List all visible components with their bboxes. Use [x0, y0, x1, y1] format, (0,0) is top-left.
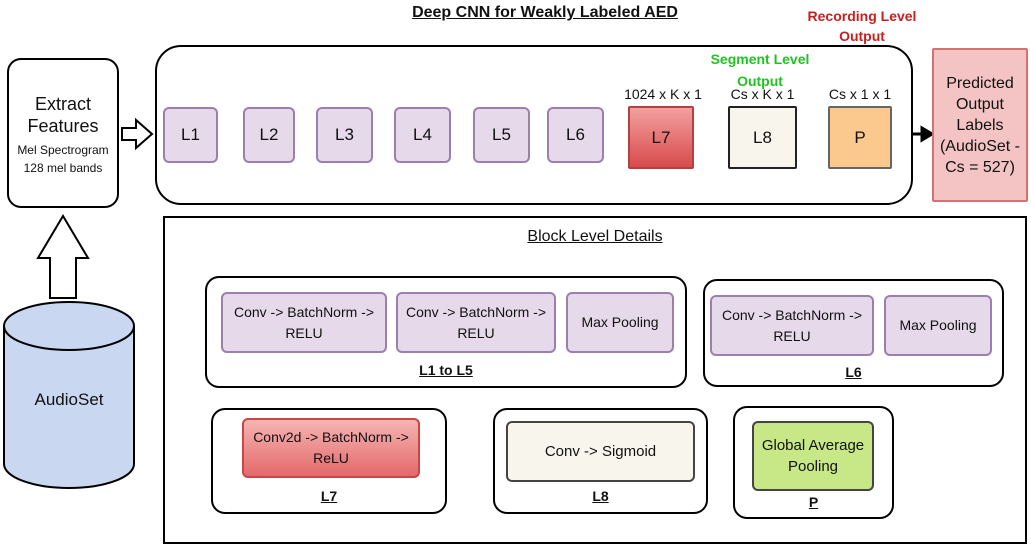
detail-l1-l5-max-pooling: Max Pooling — [566, 292, 674, 353]
detail-l8-box — [493, 408, 708, 514]
diagram-title: Deep CNN for Weakly Labeled AED — [412, 4, 678, 21]
conv2d-line: Conv2d -> BatchNorm -> — [253, 429, 409, 445]
predicted-line-5: Cs = 527) — [945, 158, 1015, 176]
detail-p-box — [733, 406, 894, 519]
predicted-output-box: Predicted Output Labels (AudioSet - Cs =… — [932, 48, 1028, 202]
predicted-line-2: Output — [955, 95, 1004, 113]
relu-line: ReLU — [313, 450, 349, 466]
detail-l1-l5-conv-block-2: Conv -> BatchNorm -> RELU — [396, 292, 556, 353]
recording-level-output-label: Recording Level Output — [792, 6, 932, 46]
detail-l1-l5-conv-block: Conv -> BatchNorm -> RELU — [221, 292, 387, 353]
predicted-line-3: Labels — [956, 116, 1004, 134]
detail-l1-l5-box — [205, 276, 687, 388]
detail-l8-conv-sigmoid: Conv -> Sigmoid — [506, 421, 695, 482]
conv-line: Conv -> BatchNorm -> — [233, 303, 375, 320]
segment-level-output-label: Segment Level Output — [690, 48, 830, 92]
right-hollow-arrow-icon — [121, 117, 154, 151]
recording-level-line: Recording Level — [807, 8, 917, 24]
l7-dims-label: 1024 x K x 1 — [624, 86, 702, 102]
layer-l7: L7 — [628, 106, 694, 169]
extract-features-box: Extract Features Mel Spectrogram 128 mel… — [7, 58, 119, 208]
predicted-line-1: Predicted — [946, 74, 1014, 92]
pooling-line: Pooling — [787, 458, 839, 475]
global-average-line: Global Average — [761, 437, 865, 454]
database-cylinder-icon — [3, 301, 135, 489]
block-level-details-panel — [163, 216, 1027, 544]
extract-label: Extract — [34, 94, 91, 114]
predicted-line-4: (AudioSet - — [939, 137, 1021, 155]
mel-spectrogram-label: Mel Spectrogram — [17, 143, 109, 157]
layer-l4: L4 — [394, 107, 451, 163]
detail-l6-max-pooling: Max Pooling — [884, 295, 992, 356]
relu-line: RELU — [457, 324, 495, 341]
detail-l7-box — [211, 408, 447, 514]
layer-l3: L3 — [316, 107, 373, 163]
detail-l7-conv2d-block: Conv2d -> BatchNorm -> ReLU — [242, 418, 420, 478]
segment-output-line: Output — [737, 73, 783, 89]
mel-bands-label: 128 mel bands — [23, 161, 103, 175]
block-level-details-title: Block Level Details — [527, 228, 663, 245]
layer-l1: L1 — [163, 107, 218, 163]
conv-line: Conv -> BatchNorm -> — [721, 306, 863, 323]
l8-dims-label: Cs x K x 1 — [730, 86, 795, 102]
segment-level-line: Segment Level — [710, 51, 810, 67]
p-dims-label: Cs x 1 x 1 — [828, 86, 892, 102]
audioset-label: AudioSet — [34, 390, 104, 409]
layer-l8: L8 — [728, 106, 797, 169]
relu-line: RELU — [773, 327, 811, 344]
features-label: Features — [27, 116, 99, 136]
caption-l8: L8 — [592, 488, 609, 504]
layer-p: P — [828, 106, 892, 169]
caption-l6: L6 — [845, 364, 862, 380]
up-hollow-arrow-icon — [36, 214, 90, 299]
detail-l6-conv-block: Conv -> BatchNorm -> RELU — [710, 295, 874, 356]
layer-l6: L6 — [547, 107, 604, 163]
recording-output-line: Output — [839, 28, 885, 44]
layer-l2: L2 — [243, 107, 295, 163]
relu-line: RELU — [285, 324, 323, 341]
caption-l7: L7 — [320, 488, 338, 504]
conv-line: Conv -> BatchNorm -> — [405, 303, 547, 320]
caption-p: P — [808, 494, 819, 510]
layer-l5: L5 — [473, 107, 530, 163]
detail-l6-box — [703, 279, 1004, 387]
caption-l1-l5: L1 to L5 — [419, 362, 473, 378]
